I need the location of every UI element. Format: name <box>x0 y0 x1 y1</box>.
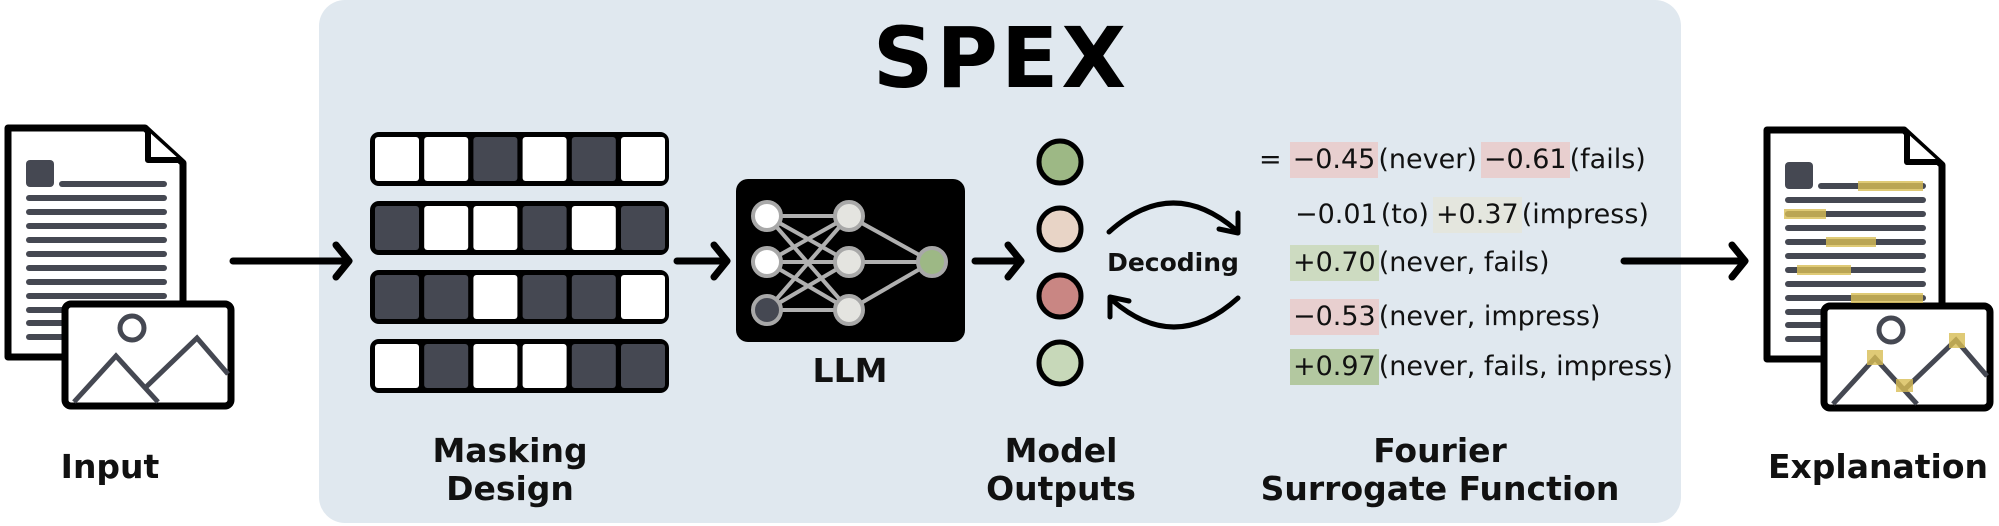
mask-cell-masked <box>522 206 567 250</box>
mask-cell-kept <box>375 137 419 181</box>
fourier-surrogate-label: Fourier Surrogate Function <box>1261 432 1620 508</box>
model-output-circle <box>1036 339 1084 387</box>
mask-cell-kept <box>571 206 616 250</box>
mask-cell-kept <box>522 344 567 388</box>
label-line: Surrogate Function <box>1260 469 1620 508</box>
interaction-terms: (never) <box>1378 144 1477 175</box>
mask-cell-masked <box>375 275 419 319</box>
masking-design-grid <box>370 132 669 393</box>
formula-row: =−0.45(never)−0.61(fails) <box>1259 142 1650 178</box>
interaction-terms: (never, fails) <box>1378 247 1550 278</box>
fourier-coefficient: −0.45 <box>1289 142 1379 178</box>
mask-cell-masked <box>375 206 419 250</box>
mask-cell-kept <box>424 137 469 181</box>
explanation-document-image-icon <box>1767 130 1990 408</box>
equals-sign: = <box>1259 144 1282 175</box>
arrow-icon <box>673 241 731 281</box>
mask-cell-kept <box>522 137 567 181</box>
masking-design-label: Masking Design <box>432 432 587 508</box>
llm-network-icon <box>736 179 965 342</box>
input-label: Input <box>60 447 160 486</box>
model-outputs-label: Model Outputs <box>986 432 1136 508</box>
model-output-circle <box>1036 272 1084 320</box>
interaction-terms: (fails) <box>1569 144 1646 175</box>
mask-cell-masked <box>522 275 567 319</box>
mask-cell-masked <box>621 206 665 250</box>
interaction-terms: (to) <box>1380 199 1429 230</box>
fourier-coefficient: −0.61 <box>1480 142 1570 178</box>
explanation-label: Explanation <box>1767 447 1989 486</box>
arrow-icon <box>229 241 353 281</box>
arrow-icon <box>971 241 1025 281</box>
fourier-coefficient: +0.37 <box>1432 197 1522 233</box>
model-output-circle <box>1036 205 1084 253</box>
mask-cell-kept <box>424 206 469 250</box>
arrow-icon <box>1620 241 1749 281</box>
model-output-circle <box>1036 138 1084 186</box>
mask-cell-masked <box>473 137 518 181</box>
mask-cell-kept <box>375 344 419 388</box>
label-line: Outputs <box>986 469 1136 508</box>
label-line: Masking <box>432 431 588 470</box>
mask-cell-kept <box>621 137 665 181</box>
interaction-terms: (never, fails, impress) <box>1378 351 1673 382</box>
formula-row: +0.70(never, fails) <box>1290 245 1554 281</box>
mask-row <box>370 132 669 186</box>
mask-row <box>370 339 669 393</box>
decoding-label: Decoding <box>1107 248 1239 277</box>
mask-cell-masked <box>571 344 616 388</box>
fourier-coefficient: +0.70 <box>1290 245 1379 281</box>
mask-cell-kept <box>473 344 518 388</box>
llm-label: LLM <box>812 351 888 390</box>
label-line: Model <box>1004 431 1118 470</box>
mask-row <box>370 270 669 324</box>
formula-row: −0.01(to)+0.37(impress) <box>1292 197 1653 233</box>
model-outputs <box>1036 138 1084 387</box>
interaction-terms: (impress) <box>1521 199 1649 230</box>
mask-cell-masked <box>571 137 616 181</box>
label-line: Design <box>446 469 574 508</box>
formula-row: +0.97(never, fails, impress) <box>1290 349 1677 385</box>
mask-cell-kept <box>621 275 665 319</box>
input-document-image-icon <box>8 128 231 406</box>
fourier-coefficient: −0.53 <box>1290 299 1379 335</box>
fourier-coefficient: +0.97 <box>1290 349 1379 385</box>
page-title: SPEX <box>872 9 1130 107</box>
label-line: Fourier <box>1373 431 1507 470</box>
mask-cell-masked <box>424 344 469 388</box>
fourier-coefficient: −0.01 <box>1295 199 1378 230</box>
mask-cell-masked <box>571 275 616 319</box>
formula-row: −0.53(never, impress) <box>1290 299 1605 335</box>
mask-cell-kept <box>473 206 518 250</box>
interaction-terms: (never, impress) <box>1378 301 1601 332</box>
mask-cell-masked <box>621 344 665 388</box>
mask-cell-kept <box>473 275 518 319</box>
mask-row <box>370 201 669 255</box>
decoding-cycle-arrows-icon <box>1106 200 1241 330</box>
mask-cell-masked <box>424 275 469 319</box>
